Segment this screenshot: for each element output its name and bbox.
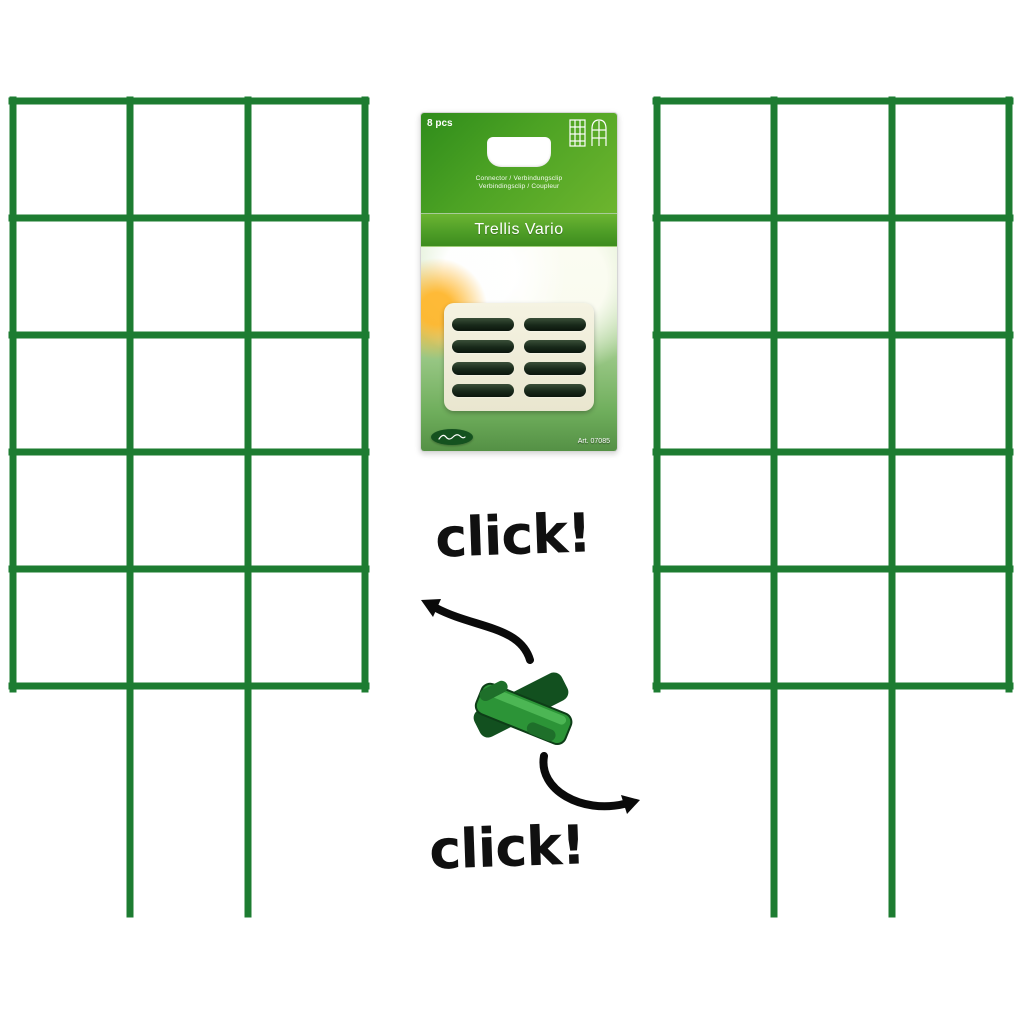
connector-clip [524,317,586,331]
curved-arrow-up-left [421,599,534,664]
product-title-banner: Trellis Vario [421,213,617,247]
click-demo-art [421,599,640,814]
connector-clip [524,361,586,375]
trellis-left [8,96,370,918]
trellis-icons [569,119,607,147]
connector-clip [452,339,514,353]
package-photo: Art. 07085 [421,247,617,451]
grid-trellis-icon [569,119,586,147]
arch-trellis-icon [591,119,607,146]
connector-clip [452,361,514,375]
blister-pack [444,303,594,411]
connector-clip [524,339,586,353]
product-title: Trellis Vario [474,221,564,238]
brand-logo-script [438,434,466,440]
click-bottom-label: click! [428,813,586,882]
click-top-label: click! [434,501,592,570]
pcs-label: 8 pcs [427,118,453,129]
art-number: Art. 07085 [577,438,610,445]
connector-clip [452,383,514,397]
connector-clip [524,383,586,397]
connector-clip-graphic [473,672,573,746]
description-line-2: Verbindingsclip / Coupleur [478,183,560,190]
description-line-1: Connector / Verbindungsclip [475,175,563,182]
package-description: Connector / Verbindungsclip Verbindingsc… [421,175,617,191]
trellis-right [652,96,1014,918]
connector-clip [452,317,514,331]
hang-tab [487,137,551,167]
clip-grid [452,317,586,397]
package-header: 8 pcs Connector / Verbindungsclip [421,113,617,213]
curved-arrow-down-right [539,752,640,814]
product-package: 8 pcs Connector / Verbindungsclip [420,112,618,452]
brand-logo [431,429,473,445]
